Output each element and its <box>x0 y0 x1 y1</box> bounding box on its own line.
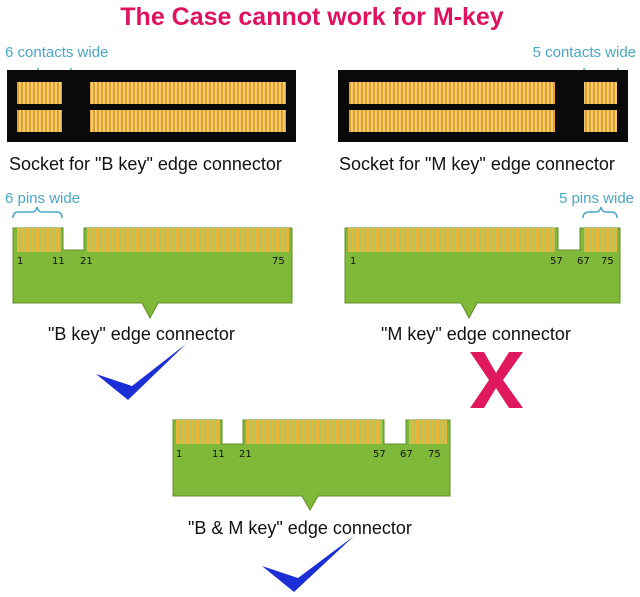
gold-fingers <box>176 420 220 444</box>
connector-b-width-caption: 6 pins wide <box>5 190 80 207</box>
connector-m-label: "M key" edge connector <box>381 324 571 344</box>
connector-m-width-caption: 5 pins wide <box>559 190 634 207</box>
pin-number: 21 <box>239 449 252 460</box>
socket-contacts <box>349 82 555 104</box>
pin-number: 67 <box>577 256 590 267</box>
pin-number: 1 <box>176 449 182 460</box>
cross-icon <box>470 352 523 408</box>
socket-contacts <box>90 82 286 104</box>
socket-contacts <box>349 110 555 132</box>
gold-fingers <box>348 228 555 252</box>
socket-contacts <box>584 110 617 132</box>
pin-number: 75 <box>428 449 441 460</box>
pin-number: 57 <box>550 256 563 267</box>
socket-m-label: Socket for "M key" edge connector <box>339 154 615 174</box>
gold-fingers <box>246 420 382 444</box>
diagram-title: The Case cannot work for M-key <box>120 3 504 31</box>
pin-number: 57 <box>373 449 386 460</box>
connector-bm-label: "B & M key" edge connector <box>188 518 412 538</box>
socket-b-width-caption: 6 contacts wide <box>5 44 108 61</box>
connector-b-label: "B key" edge connector <box>48 324 235 344</box>
gold-fingers <box>584 228 617 252</box>
pin-number: 75 <box>601 256 614 267</box>
pin-number: 67 <box>400 449 413 460</box>
connector-m-key: 1 57 67 75 <box>344 206 621 320</box>
pin-number: 1 <box>17 256 23 267</box>
width-brace <box>582 206 618 219</box>
socket-contacts <box>17 82 62 104</box>
connector-bm-key: 1 11 21 57 67 75 <box>172 419 451 512</box>
pin-number: 21 <box>80 256 93 267</box>
socket-contacts <box>584 82 617 104</box>
pin-number: 75 <box>272 256 285 267</box>
width-brace <box>12 206 63 219</box>
pin-number: 11 <box>52 256 65 267</box>
pin-number: 11 <box>212 449 225 460</box>
gold-fingers <box>87 228 289 252</box>
connector-b-key: 1 11 21 75 <box>12 206 293 320</box>
socket-contacts <box>90 110 286 132</box>
socket-b-key <box>7 67 296 142</box>
gold-fingers <box>409 420 447 444</box>
socket-contacts <box>17 110 62 132</box>
socket-m-width-caption: 5 contacts wide <box>533 44 636 61</box>
socket-b-label: Socket for "B key" edge connector <box>9 154 282 174</box>
check-icon <box>96 344 186 400</box>
check-icon <box>262 536 354 592</box>
gold-fingers <box>17 228 61 252</box>
socket-m-key <box>338 67 628 142</box>
pin-number: 1 <box>350 256 356 267</box>
